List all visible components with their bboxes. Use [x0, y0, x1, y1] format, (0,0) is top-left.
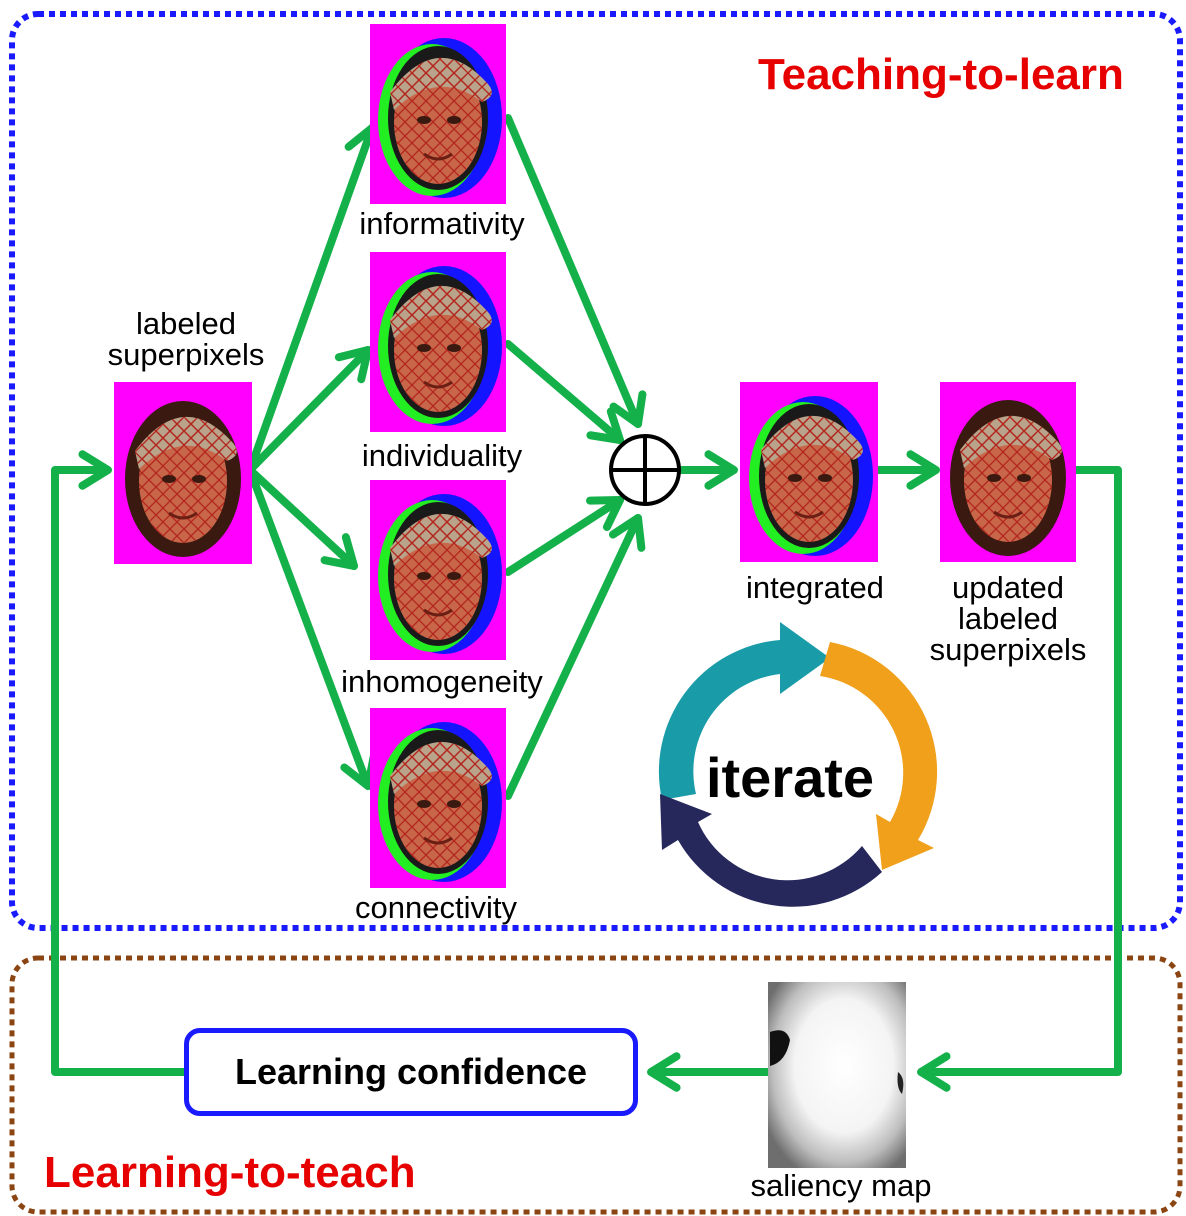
updated-labeled-superpixels-image	[940, 382, 1076, 562]
confidence-to-loop-connector	[51, 466, 188, 1076]
teaching-to-learn-title: Teaching-to-learn	[758, 50, 1124, 99]
learning-confidence-label: Learning confidence	[234, 1051, 588, 1092]
updated-labeled-superpixels-label: updated labeled superpixels	[916, 572, 1100, 665]
arrowhead-confidence	[647, 1052, 681, 1092]
arrowhead-inhomogeneity	[320, 533, 358, 570]
saliency-map-label: saliency map	[750, 1168, 932, 1203]
inhomogeneity-label: inhomogeneity	[341, 664, 543, 699]
informativity-image	[370, 24, 506, 204]
arrow-from-individuality	[504, 340, 624, 444]
arrowhead-labeled	[78, 450, 112, 490]
connectivity-image	[370, 708, 506, 888]
inhomogeneity-image	[370, 480, 506, 660]
updated-line-3: superpixels	[929, 632, 1087, 667]
individuality-label: individuality	[361, 438, 523, 473]
labeled-superpixels-line-2: superpixels	[107, 337, 265, 372]
cycle-arrows-icon	[658, 622, 938, 907]
circle-plus-icon	[609, 434, 681, 506]
learning-to-teach-title: Learning-to-teach	[44, 1148, 416, 1197]
arrowhead-sum-d	[608, 514, 646, 552]
individuality-image	[370, 252, 506, 432]
integrated-image	[740, 382, 878, 562]
saliency-map-image	[768, 982, 906, 1168]
arrowhead-saliency	[917, 1052, 951, 1092]
arrow-to-connectivity	[246, 466, 372, 790]
arrowhead-individuality	[334, 346, 372, 384]
updated-line-1: updated	[951, 570, 1065, 605]
iterate-label: iterate	[705, 746, 875, 809]
labeled-superpixels-label: labeled superpixels	[100, 308, 272, 370]
arrow-to-inhomogeneity	[246, 466, 358, 570]
labeled-superpixels-image	[114, 382, 252, 564]
learning-confidence-box: Learning confidence	[184, 1028, 638, 1116]
integrated-label: integrated	[746, 570, 884, 605]
connectivity-label: connectivity	[355, 890, 517, 925]
arrow-from-informativity	[504, 114, 642, 428]
arrow-to-informativity	[246, 124, 376, 474]
learning-region-border	[9, 955, 1183, 1215]
arrowhead-sum-b	[586, 407, 624, 444]
arrowhead-sum-c	[586, 496, 624, 532]
loop-right-connector	[921, 466, 1122, 1076]
arrow-from-inhomogeneity	[504, 496, 624, 576]
arrow-from-connectivity	[504, 514, 642, 800]
arrowhead-integrated	[704, 450, 738, 490]
teaching-region-border	[9, 11, 1183, 931]
arrowhead-updated	[906, 450, 940, 490]
arrow-to-individuality	[246, 346, 372, 474]
arrowhead-sum-a	[609, 390, 647, 428]
labeled-superpixels-line-1: labeled	[136, 306, 236, 341]
updated-line-2: labeled	[958, 601, 1058, 636]
informativity-label: informativity	[359, 206, 525, 241]
